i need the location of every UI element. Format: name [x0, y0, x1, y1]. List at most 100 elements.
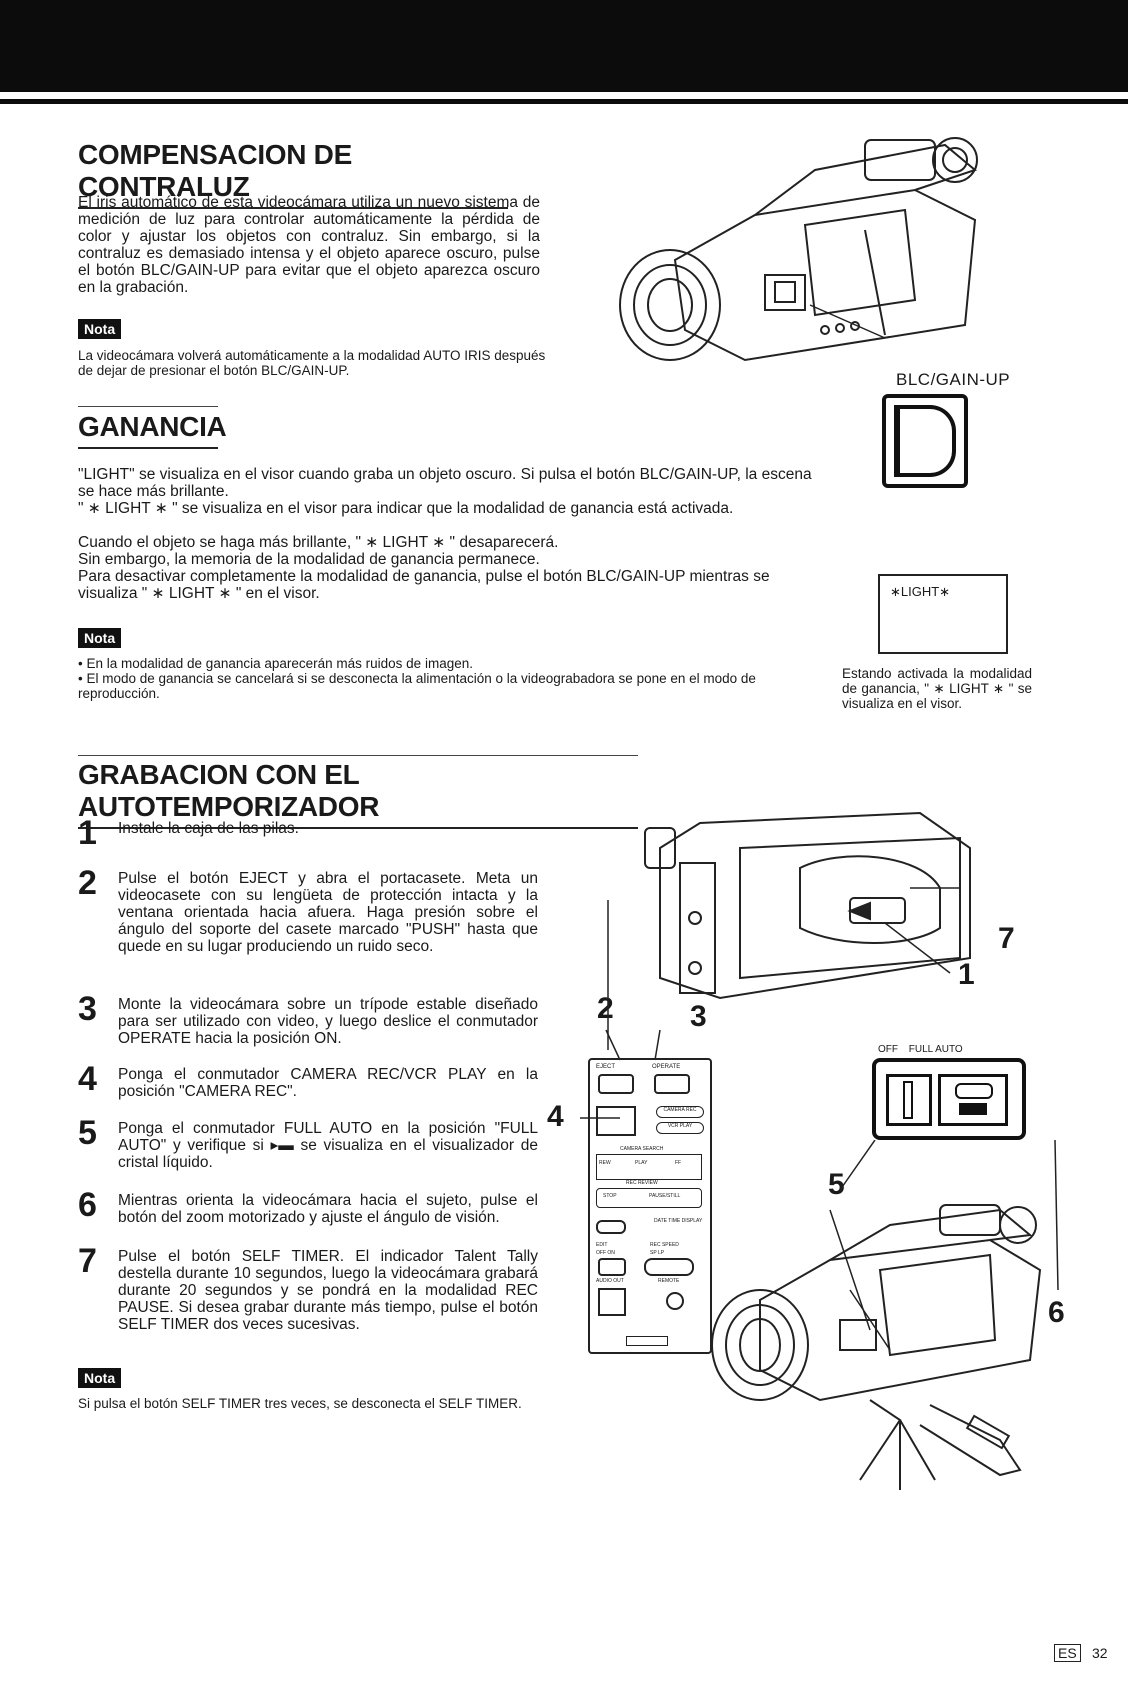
rec-review-label: REC REVIEW: [626, 1180, 658, 1186]
remote-sensor: [666, 1292, 684, 1310]
step-5: 5 Ponga el conmutador FULL AUTO en la po…: [78, 1114, 548, 1176]
remote-label: REMOTE: [658, 1278, 680, 1284]
camcorder-control-panel: EJECT OPERATE CAMERA REC VCR PLAY CAMERA…: [588, 1058, 712, 1354]
selftimer-nota: Nota: [78, 1368, 122, 1388]
edit-switch[interactable]: [598, 1258, 626, 1276]
full-auto-switch-labels: OFF FULL AUTO: [878, 1044, 963, 1055]
gain-paragraph-3: Cuando el objeto se haga más brillante, …: [78, 534, 559, 551]
section-title-backlight: COMPENSACION DE CONTRALUZ: [78, 139, 508, 209]
edit-label: EDIT: [596, 1242, 608, 1248]
gain-text-block: "LIGHT" se visualiza en el visor cuando …: [78, 466, 818, 602]
callout-6: 6: [1048, 1296, 1065, 1329]
off-label: OFF: [878, 1044, 898, 1055]
audio-out-label: AUDIO OUT: [596, 1278, 624, 1284]
step-text: Instale la caja de las pilas.: [118, 820, 299, 837]
gain-nota-list: • En la modalidad de ganancia aparecerán…: [78, 656, 828, 701]
step-7: 7 Pulse el botón SELF TIMER. El indicado…: [78, 1242, 548, 1358]
blc-gain-up-button-icon: [882, 394, 968, 488]
date-time-display-label: DATE TIME DISPLAY: [654, 1218, 703, 1224]
callout-5: 5: [828, 1168, 845, 1201]
rec-speed-label: REC SPEED: [650, 1242, 679, 1248]
full-auto-slider[interactable]: [886, 1074, 932, 1126]
callout-4: 4: [547, 1100, 564, 1133]
camcorder-on-tripod-illustration: [711, 1204, 1042, 1490]
step-number: 4: [78, 1060, 97, 1098]
step-6: 6 Mientras orienta la videocámara hacia …: [78, 1186, 548, 1232]
step-text: Ponga el conmutador CAMERA REC/VCR PLAY …: [118, 1066, 538, 1100]
rec-speed-sp-lp-label: SP LP: [650, 1250, 665, 1256]
callout-1: 1: [958, 958, 975, 991]
callout-5-6-leaders: [829, 1140, 1059, 1331]
section-title-gain: GANANCIA: [78, 411, 227, 449]
step-text: Monte la videocámara sobre un trípode es…: [118, 996, 538, 1047]
ff-button[interactable]: FF: [675, 1160, 682, 1166]
header-black-bar: [0, 0, 1128, 92]
viewfinder-light-indicator: ∗LIGHT∗: [890, 584, 951, 599]
full-auto-label: FULL AUTO: [908, 1044, 963, 1055]
rec-speed-switch[interactable]: [644, 1258, 694, 1276]
gain-nota-item: • En la modalidad de ganancia aparecerán…: [78, 656, 473, 671]
vcr-play-label: VCR PLAY: [656, 1122, 704, 1134]
edit-off-on-label: OFF ON: [596, 1250, 615, 1256]
step-text: Ponga el conmutador FULL AUTO en la posi…: [118, 1120, 538, 1171]
gain-paragraph-4: Sin embargo, la memoria de la modalidad …: [78, 551, 540, 568]
audio-out-jack: [598, 1288, 626, 1316]
camcorder-illustration-top: [644, 811, 971, 1000]
step-1: 1 Instale la caja de las pilas.: [78, 814, 548, 856]
d-symbol-icon: [894, 405, 956, 477]
play-button[interactable]: PLAY: [635, 1160, 648, 1166]
eject-button[interactable]: [598, 1074, 634, 1094]
blc-gain-up-label: BLC/GAIN-UP: [896, 370, 1011, 389]
eject-label: EJECT: [596, 1064, 616, 1070]
operate-switch[interactable]: [654, 1074, 690, 1094]
camera-rec-label: CAMERA REC: [656, 1106, 704, 1118]
gain-paragraph-1: "LIGHT" se visualiza en el visor cuando …: [78, 466, 812, 500]
gain-title: GANANCIA: [78, 411, 227, 442]
callout-2: 2: [597, 992, 614, 1025]
callout-7: 7: [998, 922, 1015, 955]
step-number: 1: [78, 814, 97, 852]
gain-paragraph-5: Para desactivar completamente la modalid…: [78, 568, 770, 602]
callout-leader-lines: [580, 900, 661, 1119]
full-auto-key-icon: [938, 1074, 1008, 1126]
stop-button[interactable]: STOP: [603, 1193, 617, 1199]
step-text: Pulse el botón EJECT y abra el portacase…: [118, 870, 538, 955]
header-rule: [0, 99, 1128, 104]
footer-page-number: 32: [1092, 1645, 1108, 1661]
transport-buttons: REW PLAY FF: [596, 1154, 702, 1180]
step-number: 5: [78, 1114, 97, 1152]
camera-search-label: CAMERA SEARCH: [620, 1146, 664, 1152]
stop-pause-buttons: STOP PAUSE/STILL: [596, 1188, 702, 1208]
gain-nota-item: • El modo de ganancia se cancelará si se…: [78, 671, 756, 701]
selftimer-title: GRABACION CON EL AUTOTEMPORIZADOR: [78, 759, 380, 822]
backlight-nota: Nota: [78, 319, 122, 339]
gain-paragraph-2: " ∗ LIGHT ∗ " se visualiza en el visor p…: [78, 500, 734, 517]
selftimer-nota-text: Si pulsa el botón SELF TIMER tres veces,…: [78, 1396, 522, 1411]
date-time-display-button[interactable]: [596, 1220, 626, 1234]
selftimer-title-overline: [78, 755, 638, 756]
camera-rec-vcr-play-switch[interactable]: [596, 1106, 636, 1136]
callout-3: 3: [690, 1000, 707, 1033]
nota-badge: Nota: [78, 319, 122, 339]
step-number: 6: [78, 1186, 97, 1224]
backlight-text: El iris automático de esta videocámara u…: [78, 194, 540, 296]
step-number: 3: [78, 990, 97, 1028]
step-text: Mientras orienta la videocámara hacia el…: [118, 1192, 538, 1226]
pause-still-button[interactable]: PAUSE/STILL: [649, 1193, 681, 1199]
viewfinder-display: ∗LIGHT∗: [878, 574, 1008, 654]
panel-hinge: [626, 1336, 668, 1346]
gain-nota: Nota: [78, 628, 122, 648]
step-3: 3 Monte la videocámara sobre un trípode …: [78, 990, 548, 1050]
operate-label: OPERATE: [652, 1064, 681, 1070]
section-title-selftimer: GRABACION CON EL AUTOTEMPORIZADOR: [78, 759, 638, 829]
nota-badge: Nota: [78, 1368, 122, 1388]
viewfinder-caption: Estando activada la modalidad de gananci…: [842, 666, 1032, 711]
full-auto-switch[interactable]: [872, 1058, 1026, 1140]
step-4: 4 Ponga el conmutador CAMERA REC/VCR PLA…: [78, 1060, 548, 1106]
camcorder-illustration-backlight: [619, 137, 978, 362]
gain-title-overline: [78, 406, 218, 407]
step-2: 2 Pulse el botón EJECT y abra el portaca…: [78, 864, 548, 980]
rew-button[interactable]: REW: [599, 1160, 611, 1166]
step-number: 2: [78, 864, 97, 902]
backlight-nota-text: La videocámara volverá automáticamente a…: [78, 348, 546, 378]
